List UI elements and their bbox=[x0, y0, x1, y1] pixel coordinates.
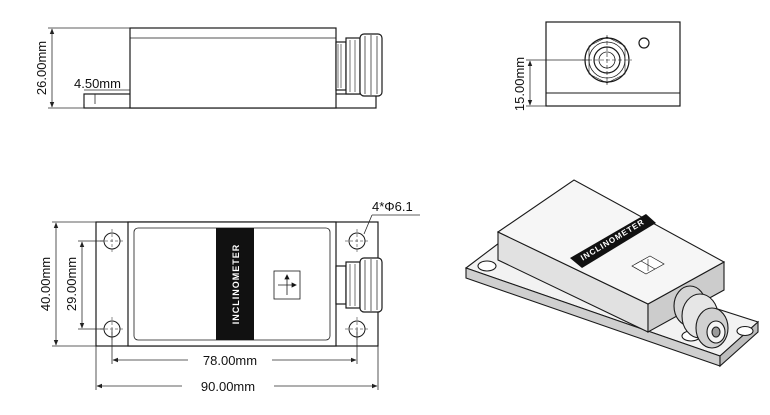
hole-pitch-height-dimension: 29.00mm bbox=[64, 257, 79, 311]
top-cable-gland bbox=[335, 257, 383, 313]
top-label-band bbox=[216, 228, 254, 340]
side-cable-gland bbox=[335, 33, 383, 97]
side-flange-dimension: 4.50mm bbox=[74, 76, 121, 91]
end-vent-hole bbox=[638, 37, 650, 49]
top-view bbox=[95, 221, 383, 347]
side-view-dimensions bbox=[48, 27, 130, 109]
end-height-dimension: 15.00mm bbox=[512, 57, 527, 111]
end-body bbox=[545, 21, 681, 107]
end-view bbox=[545, 21, 681, 107]
iso-view bbox=[464, 179, 760, 368]
iso-label-band bbox=[570, 214, 656, 268]
side-body bbox=[129, 27, 337, 109]
end-view-dimensions bbox=[526, 59, 590, 107]
hole-spec-label: 4*Φ6.1 bbox=[372, 199, 413, 214]
side-height-dimension: 26.00mm bbox=[34, 41, 49, 95]
axis-marker-icon bbox=[273, 270, 301, 300]
iso-cable-gland bbox=[673, 285, 729, 349]
side-view bbox=[83, 27, 383, 109]
hole-pitch-length-dimension: 78.00mm bbox=[203, 353, 257, 368]
outer-height-dimension: 40.00mm bbox=[38, 257, 53, 311]
outer-length-dimension: 90.00mm bbox=[201, 379, 255, 394]
top-product-label: INCLINOMETER bbox=[231, 244, 241, 325]
top-view-dimensions bbox=[52, 214, 420, 390]
